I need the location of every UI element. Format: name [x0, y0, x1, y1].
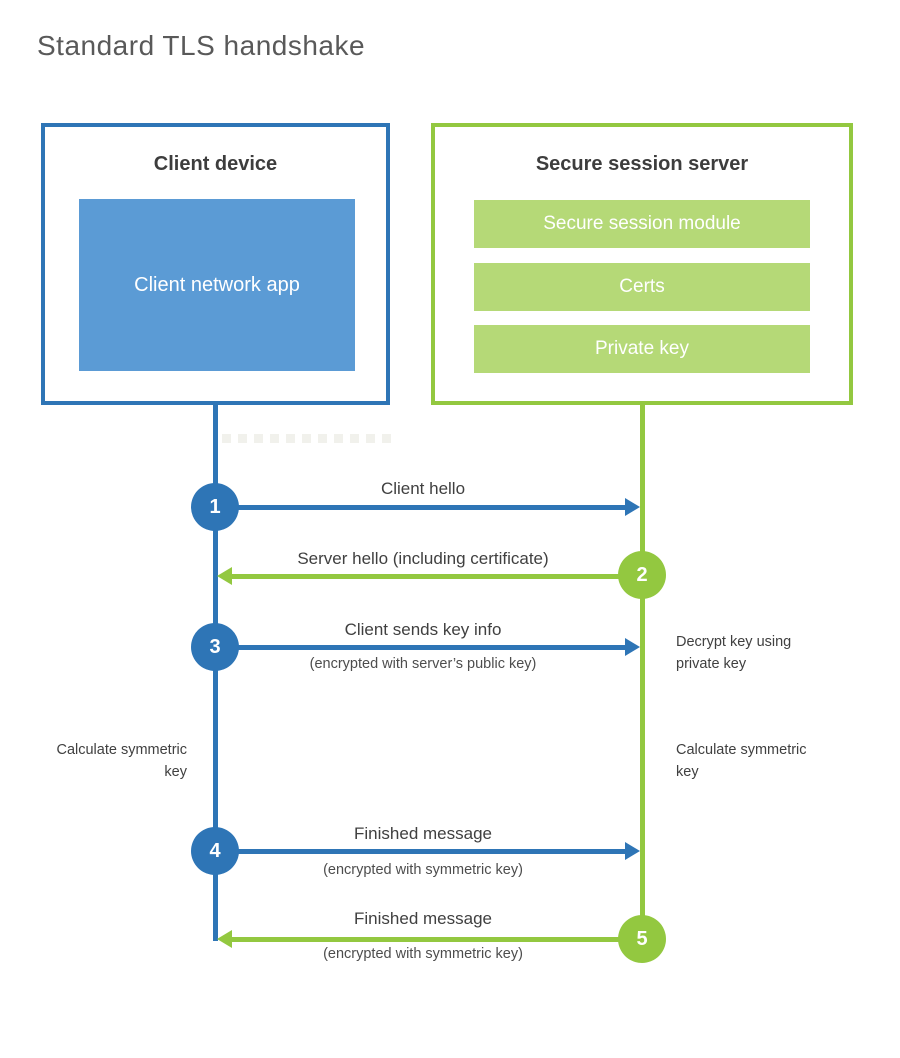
page-title: Standard TLS handshake [37, 30, 366, 61]
server-module-bar: Certs [474, 263, 810, 311]
secure-session-server-box: Secure session server Secure session mod… [431, 123, 853, 405]
step-circle-4: 4 [191, 827, 239, 875]
client-network-app-rect: Client network app [79, 199, 355, 371]
client-lifeline [213, 405, 218, 941]
message-arrow-3 [218, 645, 626, 650]
message-arrow-4 [218, 849, 626, 854]
step-circle-2: 2 [618, 551, 666, 599]
message-label-4: Finished message [354, 824, 492, 843]
client-device-box: Client device Client network app [41, 123, 390, 405]
message-arrow-1 [218, 505, 626, 510]
message-label-3: Client sends key info [344, 620, 502, 639]
step-circle-1: 1 [191, 483, 239, 531]
message-sublabel-5: (encrypted with symmetric key) [323, 946, 523, 962]
step-circle-3: 3 [191, 623, 239, 671]
server-lifeline [640, 405, 645, 942]
arrowhead-right-icon [625, 638, 640, 656]
message-label-1: Client hello [380, 479, 466, 498]
message-label-2: Server hello (including certificate) [297, 549, 549, 568]
arrowhead-right-icon [625, 842, 640, 860]
calculate-symmetric-key-note-right: Calculate symmetric key [676, 742, 807, 781]
arrowhead-right-icon [625, 498, 640, 516]
message-arrow-5 [232, 937, 620, 942]
server-module-bar: Private key [474, 325, 810, 373]
decrypt-key-note: Decrypt key using private key [676, 634, 792, 673]
faint-dashes-decoration [222, 434, 394, 443]
arrowhead-left-icon [217, 930, 232, 948]
client-network-app-label: Client network app [134, 273, 300, 296]
calculate-symmetric-key-note-left: Calculate symmetric key [56, 742, 187, 781]
message-label-5: Finished message [354, 909, 492, 928]
message-sublabel-4: (encrypted with symmetric key) [323, 862, 523, 878]
message-arrow-2 [232, 574, 620, 579]
server-module-bar: Secure session module [474, 200, 810, 248]
arrowhead-left-icon [217, 567, 232, 585]
client-device-title: Client device [153, 153, 278, 175]
message-sublabel-3: (encrypted with server’s public key) [309, 656, 537, 672]
step-circle-5: 5 [618, 915, 666, 963]
secure-session-server-title: Secure session server [535, 153, 749, 175]
